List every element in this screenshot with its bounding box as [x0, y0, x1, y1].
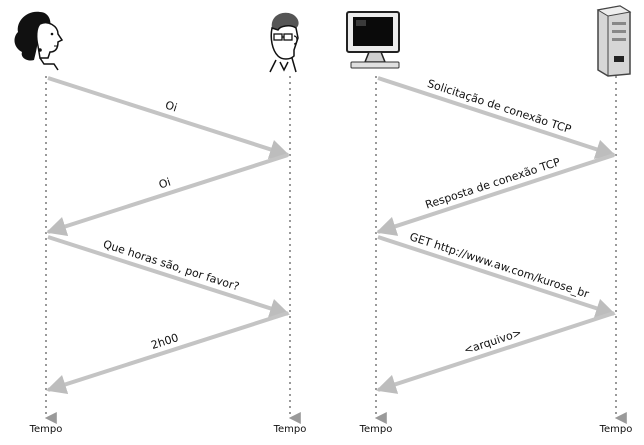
left-message-arrow-4 [46, 311, 289, 395]
right-message-arrow-4 [376, 311, 615, 394]
left-message-label-3: Que horas são, por favor? [101, 238, 241, 294]
left-message-arrow-2 [46, 153, 289, 237]
left-message-label-1: Oi [164, 99, 179, 115]
woman-icon [14, 11, 64, 71]
left-time-label-man: Tempo [273, 424, 307, 435]
left-message-label-2: Oi [157, 176, 172, 192]
right-message-arrow-1 [377, 76, 616, 159]
left-message-arrow-3 [47, 235, 290, 319]
right-message-arrow-2 [376, 153, 615, 236]
man-with-glasses-icon [269, 12, 299, 73]
left-message-arrow-1 [47, 76, 290, 160]
right-message-label-2: Resposta de conexão TCP [424, 155, 562, 211]
right-time-label-server: Tempo [599, 424, 633, 435]
right-message-label-1: Solicitação de conexão TCP [426, 77, 573, 136]
right-message-arrow-3 [377, 235, 616, 318]
left-time-label-woman: Tempo [29, 424, 63, 435]
server-tower-icon [596, 5, 632, 77]
right-time-label-computer: Tempo [359, 424, 393, 435]
desktop-computer-icon [346, 11, 400, 69]
right-message-label-3: GET http://www.aw.com/kurose_br [408, 230, 591, 301]
